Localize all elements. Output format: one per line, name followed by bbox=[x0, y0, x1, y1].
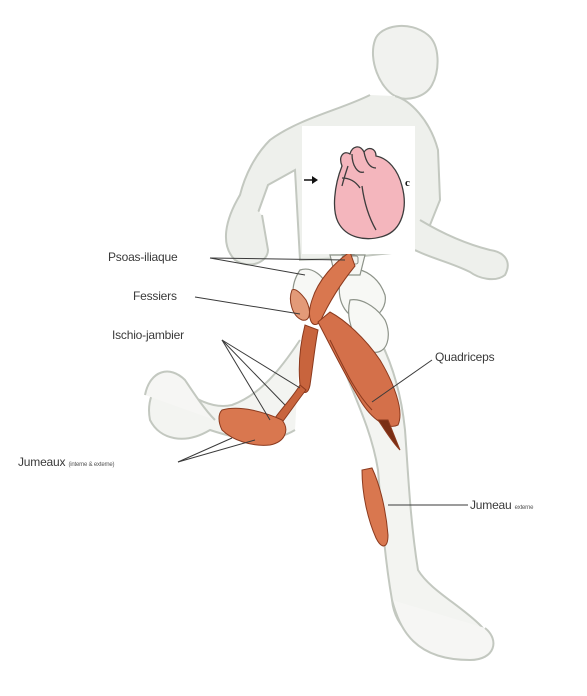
label-jumeaux-note: (interne & externe) bbox=[68, 462, 114, 468]
label-jumeaux: Jumeaux (interne & externe) bbox=[18, 455, 114, 469]
label-jumeau-note: externe bbox=[515, 505, 534, 511]
inset-caption: c bbox=[405, 177, 410, 189]
heart-inset: c bbox=[302, 126, 415, 254]
label-psoas: Psoas-iliaque bbox=[108, 250, 177, 264]
hamstring-muscle bbox=[299, 325, 318, 393]
label-jumeau-externe: Jumeau externe bbox=[470, 498, 533, 512]
label-quadriceps: Quadriceps bbox=[435, 350, 494, 364]
label-ischio: Ischio-jambier bbox=[112, 328, 184, 342]
label-jumeau-main: Jumeau bbox=[470, 498, 512, 512]
heart-icon bbox=[302, 126, 415, 254]
runner-outline bbox=[145, 26, 508, 660]
label-fessiers: Fessiers bbox=[133, 289, 177, 303]
label-jumeaux-main: Jumeaux bbox=[18, 455, 65, 469]
